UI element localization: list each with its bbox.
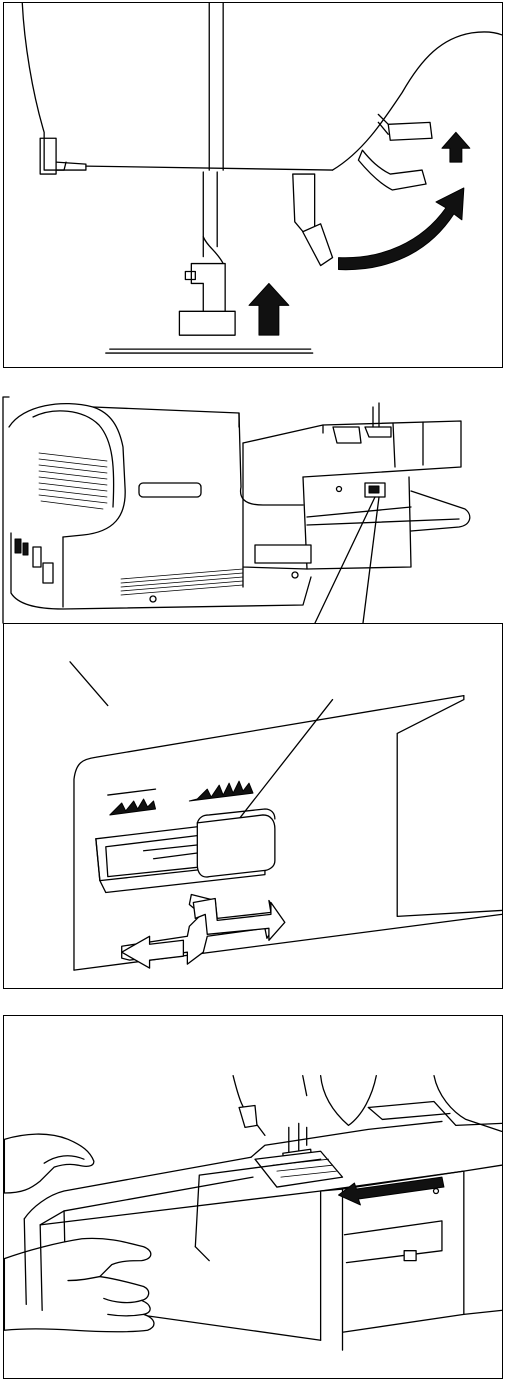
lever-shaft — [144, 845, 200, 859]
machine-arm-right — [434, 1076, 502, 1132]
knee-lifter-pad-lowered — [303, 224, 333, 266]
thread-guide — [239, 1106, 257, 1128]
arm-ledge — [56, 162, 86, 170]
table-top-far — [251, 1121, 442, 1157]
machine-head-outline — [333, 32, 502, 170]
needle-plate-line — [106, 349, 313, 353]
label-plate — [255, 545, 311, 563]
handle — [139, 483, 201, 497]
arrow-up-icon — [249, 283, 289, 335]
figure-machine-side — [3, 397, 503, 623]
arrow-right-head — [193, 898, 284, 940]
knee-lifter-pad-raised — [388, 122, 432, 140]
panel-side — [397, 696, 501, 917]
vent-grille — [39, 453, 107, 509]
foot-holder — [191, 264, 225, 314]
knee-lifter-hinge — [378, 114, 388, 134]
knee-lifter-pad-mid — [358, 150, 426, 190]
feed-dog-up-icon — [189, 781, 253, 801]
presser-foot — [179, 311, 235, 335]
head-seams — [323, 422, 423, 467]
small-arrow-up-icon — [442, 132, 470, 162]
foot-screw-left — [150, 596, 156, 602]
feed-dog-down-icon — [108, 789, 156, 815]
foot-screw-right — [292, 572, 298, 578]
presser-bar — [203, 172, 217, 257]
knee-lifter-arm — [293, 174, 315, 234]
frame-left-edge — [3, 397, 9, 623]
machine-front-box — [321, 1171, 464, 1350]
machine-body-contour — [33, 411, 114, 507]
feed-dog-lever — [404, 1251, 416, 1261]
base-grille — [121, 569, 243, 595]
screw — [434, 1189, 439, 1194]
lever-pointer — [239, 700, 332, 819]
machine-arm — [22, 3, 66, 170]
bed-opening — [344, 1221, 441, 1263]
figure-feed-dog-zoom — [3, 623, 503, 989]
needle-area — [333, 427, 391, 443]
left-hand-top — [4, 1134, 94, 1193]
remove-table-illustration — [4, 1016, 502, 1378]
machine-side-illustration — [3, 397, 503, 623]
arm-latch — [40, 138, 56, 174]
figure-presser-foot — [3, 2, 503, 368]
bed-lines — [307, 507, 459, 525]
screw — [337, 487, 342, 492]
feed-dog-lever-small — [369, 486, 379, 493]
connectors — [15, 539, 53, 583]
extension-bed — [411, 491, 470, 531]
cavity-bottom — [195, 1247, 209, 1261]
pointer-line — [70, 662, 108, 706]
left-hand-bottom — [4, 1238, 154, 1331]
feed-dog-zoom-illustration — [4, 624, 502, 988]
feed-dog-lever-knob[interactable] — [197, 815, 275, 877]
figure-remove-table — [3, 1015, 503, 1379]
presser-foot-illustration — [4, 3, 502, 367]
table-front-edge — [40, 1171, 464, 1225]
machine-bed-edge-right — [368, 1107, 450, 1119]
machine-body-upper — [9, 404, 125, 537]
curved-arrow-icon — [339, 188, 464, 270]
table-top-inner — [40, 1177, 253, 1225]
machine-front-right — [464, 1165, 502, 1314]
machine-head — [243, 421, 461, 477]
